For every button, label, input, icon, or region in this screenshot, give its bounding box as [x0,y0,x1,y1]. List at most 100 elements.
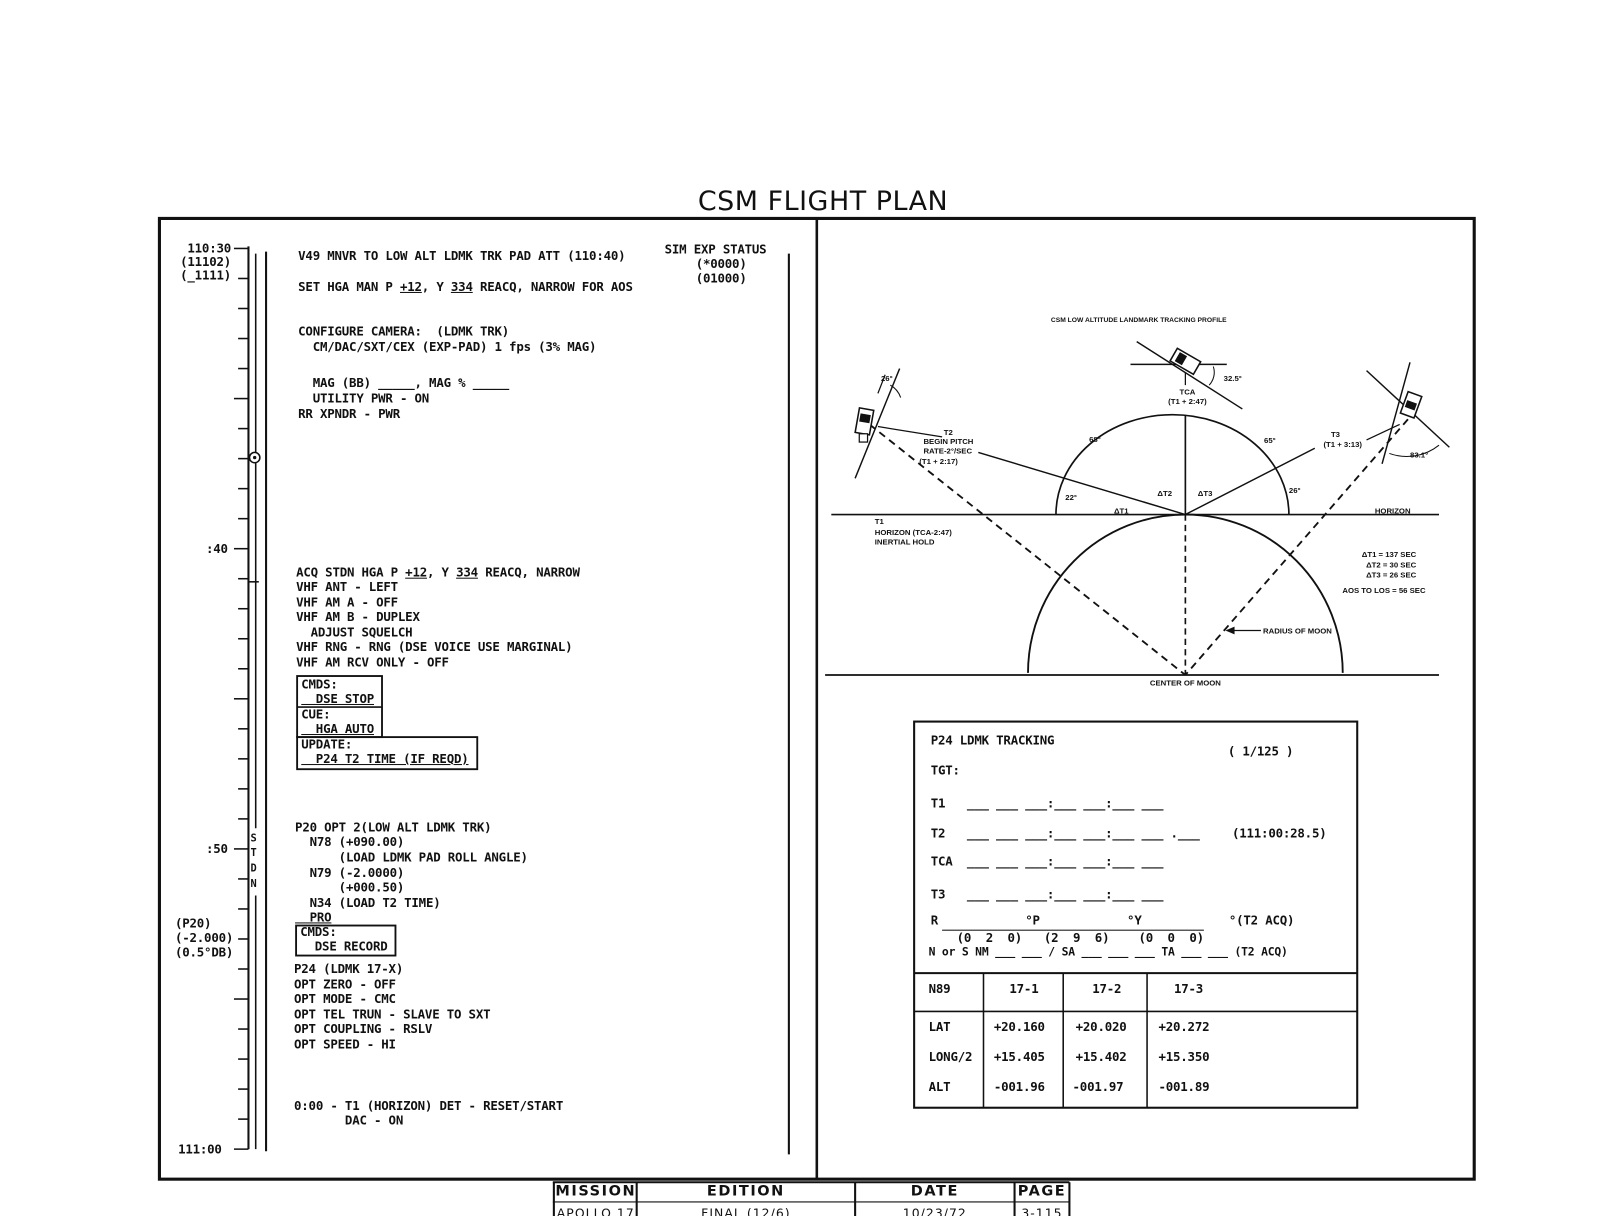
p20-line-1: P20 OPT 2(LOW ALT LDMK TRK) [295,819,492,835]
summary-dt3: ΔT3 = 26 SEC [1366,571,1417,580]
footer-mission-value: APOLLO 17 [556,1206,635,1216]
pad-ns-line: N or S NM ___ ___ / SA ___ ___ ___ TA __… [928,945,1288,959]
cue-label: CUE: [301,707,331,722]
acq-mid: , Y [426,565,457,580]
time-50: :50 [206,841,228,857]
p20-line-4: N79 (-2.0000) [295,865,405,880]
camera-line-2: CM/DAC/SXT/CEX (EXP-PAD) 1 fps (3% MAG) [298,339,597,355]
horizon-label: HORIZON [1375,506,1411,515]
cue-value: HGA AUTO [301,721,374,737]
cmds-value: DSE STOP [301,691,374,707]
pad-alt-label: ALT [928,1079,951,1095]
pad-r-line: R °P °Y °(T2 ACQ) [930,913,1295,928]
cmds2-box-outline [295,924,397,957]
pad-tgt: TGT: [930,762,960,778]
event-circle-icon [248,451,261,464]
tca-spacecraft-icon [1130,341,1243,410]
t3-label: T3 [1331,430,1341,439]
pad-tca-label: TCA [930,854,953,869]
side-note-angle: (-2.000) [174,930,234,946]
pad-header-n89: N89 [928,981,951,996]
p24-line-4: OPT TEL TRUN - SLAVE TO SXT [294,1007,491,1022]
footer-edition-header: EDITION [706,1183,785,1200]
mag-line: MAG (BB) _____, MAG % _____ [298,375,510,391]
cmds-label: CMDS: [301,677,338,692]
update-value: P24 T2 TIME (IF REQD) [301,751,469,767]
radius-label: RADIUS OF MOON [1263,627,1332,636]
rr-xpndr-line: RR XPNDR - PWR [298,406,400,422]
vhf-line-1: VHF ANT - LEFT [296,579,398,595]
utility-pwr-line: UTILITY PWR - ON [298,391,430,406]
p20-line-5: (+000.50) [295,879,405,895]
delta-t1: ΔT1 [1114,506,1129,515]
t2-line-1: BEGIN PITCH [923,437,973,446]
footer-date-value: 10/23/72 [902,1206,967,1216]
pad-ref: ( 1/125 ) [1227,744,1294,759]
center-label: CENTER OF MOON [1150,678,1221,687]
pad-long-17-2: +15.402 [1075,1049,1127,1065]
side-note-p20: (P20) [174,916,212,931]
t1-det-line-2: DAC - ON [294,1112,404,1128]
hga-mid: , Y [421,279,451,295]
hga-pitch: +12 [399,279,422,295]
acq-post: REACQ, NARROW [477,565,580,580]
diagram-labels: CSM LOW ALTITUDE LANDMARK TRACKING PROFI… [875,317,1428,687]
tracking-profile-diagram [825,341,1450,676]
footer-edition-value: FINAL (12/6) [701,1206,791,1216]
right-spacecraft-icon [1366,362,1450,464]
footer-values-row: APOLLO 17 FINAL (12/6) 10/23/72 3-115 [553,1204,1071,1216]
t1-line-2: INERTIAL HOLD [875,538,935,547]
pad-t2-value: (111:00:28.5) [1231,826,1327,841]
page-title: CSM FLIGHT PLAN [697,186,949,218]
pad-long-17-3: +15.350 [1158,1049,1210,1065]
p20-line-2: N78 (+090.00) [295,834,405,849]
t1-line-1: HORIZON (TCA-2:47) [875,528,952,537]
tca-time: (T1 + 2:47) [1168,397,1207,406]
pad-t3-label: T3 [930,887,946,902]
hga-post: REACQ, NARROW FOR AOS [472,279,633,295]
pad-header-17-2: 17-2 [1092,981,1122,996]
sim-exp-status-value-2: (01000) [695,271,747,286]
stdn-n: N [250,878,257,891]
delta-t3: ΔT3 [1198,489,1213,498]
summary-dt2: ΔT2 = 30 SEC [1366,560,1417,569]
t3-time: (T1 + 3:13) [1323,440,1362,449]
pad-lat-17-2: +20.020 [1075,1019,1127,1035]
tca-label: TCA [1179,387,1195,396]
footer-page-header: PAGE [1017,1183,1067,1200]
p20-line-6: N34 (LOAD T2 TIME) [295,895,441,910]
p24-line-5: OPT COUPLING - RSLV [294,1021,433,1037]
pad-long-label: LONG/2 [928,1049,973,1065]
pad-header-17-3: 17-3 [1173,981,1204,996]
angle-26: 26° [1289,486,1301,495]
angle-68: 68° [1089,435,1101,444]
footer-date-header: DATE [910,1183,959,1200]
pad-t1-label: T1 [930,796,946,811]
time-111-00: 111:00 [178,1141,222,1157]
t2-line-3: (T1 + 2:17) [919,457,958,466]
footer-page-value: 3-115 [1021,1206,1063,1216]
cmds2-value: DSE RECORD [300,938,388,954]
angle-22: 22° [1065,493,1077,502]
t1-label: T1 [875,517,885,526]
v49-maneuver: V49 MNVR TO LOW ALT LDMK TRK PAD ATT (11… [298,248,626,263]
vhf-line-5: VHF RNG - RNG (DSE VOICE USE MARGINAL) [296,639,573,655]
time-40: :40 [206,541,228,556]
footer-lines [552,1181,1071,1216]
update-label: UPDATE: [301,737,353,752]
p24-pad-outline [913,720,1359,1109]
diagram-title: CSM LOW ALTITUDE LANDMARK TRACKING PROFI… [1051,317,1227,324]
angle-65: 65° [1264,436,1276,445]
hga-pre: SET HGA MAN P [298,279,400,295]
footer-mission-header: MISSION [555,1183,637,1200]
vhf-line-2: VHF AM A - OFF [296,595,398,610]
sim-exp-status-label: SIM EXP STATUS [664,242,767,257]
pad-lat-17-1: +20.160 [993,1019,1045,1035]
side-note-deadband: (0.5°DB) [174,945,234,960]
angle-right-craft: 83.1° [1410,451,1428,460]
t2-line-2: RATE-2°/SEC [923,446,972,455]
time-110-30: 110:30 [187,241,232,256]
delta-t2: ΔT2 [1157,489,1172,498]
pad-t2-blanks: ___ ___ ___:___ ___:___ ___ .___ [966,826,1200,841]
